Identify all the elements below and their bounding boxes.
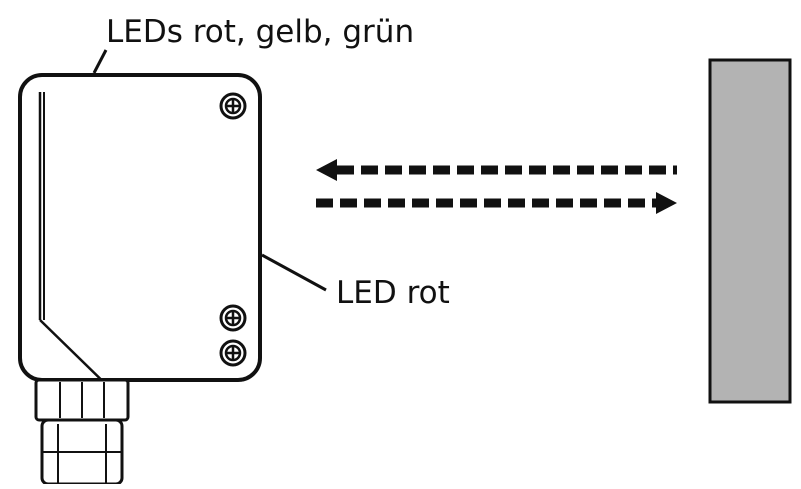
arrow-left	[316, 159, 677, 181]
screw-icon	[219, 339, 247, 367]
arrow-right	[316, 192, 677, 214]
cable-gland	[34, 378, 130, 486]
housing-outline	[18, 73, 262, 382]
screw-icon	[219, 304, 247, 332]
reflector-target	[708, 58, 792, 404]
leader-line-top	[92, 49, 108, 74]
label-led-side: LED rot	[336, 275, 450, 311]
screw-icon	[219, 92, 247, 120]
label-leds-top: LEDs rot, gelb, grün	[106, 14, 415, 50]
leader-line-right	[261, 253, 327, 292]
